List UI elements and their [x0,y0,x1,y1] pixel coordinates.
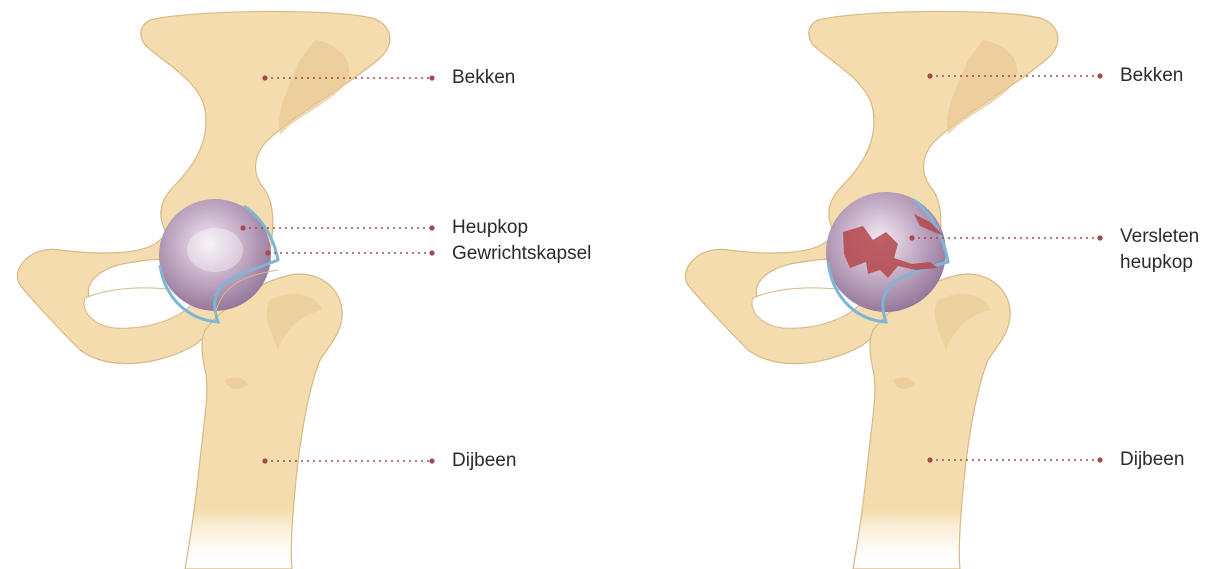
label-femur-left: Dijbeen [452,450,516,472]
label-worn-head-line2: heupkop [1120,250,1193,276]
label-pelvis-left: Bekken [452,67,515,89]
label-joint-capsule: Gewrichtskapsel [452,243,591,265]
label-femoral-head: Heupkop [452,217,528,239]
label-femur-right: Dijbeen [1120,449,1184,471]
worn-hip [685,11,1057,569]
label-pelvis-right: Bekken [1120,65,1183,87]
healthy-hip [17,11,389,569]
label-worn-head-line1: Versleten [1120,224,1199,250]
